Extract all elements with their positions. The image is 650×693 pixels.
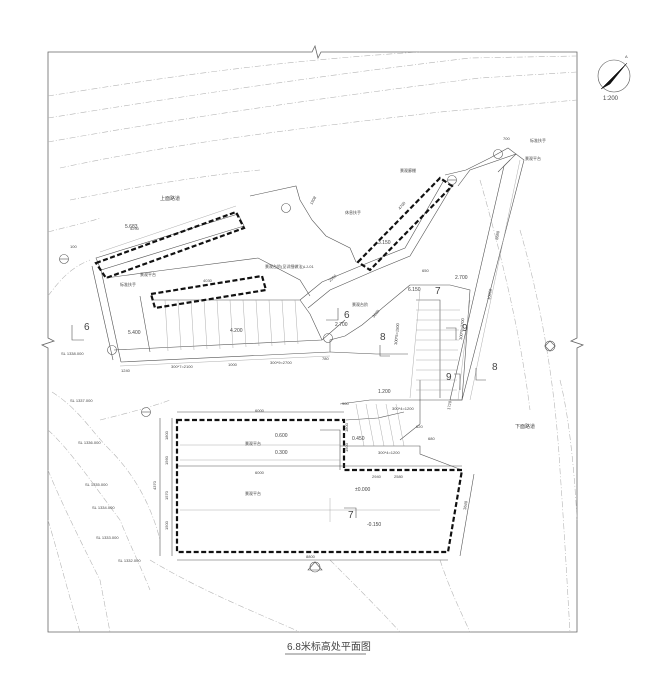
- dimension-text: 300*4=1200: [392, 406, 414, 411]
- platform-outlines: [94, 176, 464, 554]
- dimension-text: 300*4=1200: [378, 450, 400, 455]
- dimension-text: 2940: [372, 474, 382, 479]
- area-label-platform-d: 景观平台: [525, 155, 541, 161]
- dimension-text: 1908: [309, 195, 318, 206]
- dimension-text: 650: [422, 268, 429, 273]
- spot-level: 6.150: [408, 287, 421, 293]
- drawing-labels: 上面路道 下面路道 景观平台 景观平台 景观平台 景观平台 标准扶手 休息扶手 …: [61, 136, 546, 563]
- dimension-text: 4030: [203, 278, 213, 283]
- slope-level: SL 1333.000: [96, 535, 119, 540]
- slope-level: SL 1334.000: [92, 505, 115, 510]
- section-mark: 7: [435, 286, 441, 297]
- spot-level: 5.400: [128, 330, 141, 336]
- area-label-platform-b: 景观平台: [245, 440, 261, 446]
- area-label-steps: 景观台阶: [352, 301, 368, 307]
- spot-level: 0.600: [275, 433, 288, 439]
- slope-level: SL 1335.000: [85, 482, 108, 487]
- dimension-text: 1800: [164, 430, 169, 440]
- dimension-text: 300*7=2100: [171, 364, 193, 369]
- dimension-text: 4370: [152, 480, 157, 490]
- spot-level: 2.700: [455, 275, 468, 281]
- area-label-platform-a: 景观平台: [140, 271, 156, 277]
- dimension-text: 1560: [164, 455, 169, 465]
- dimension-text: 700: [503, 136, 510, 141]
- section-mark: 8: [492, 362, 498, 373]
- dimension-text: 6000: [255, 470, 265, 475]
- main-stair-zone: [113, 284, 411, 363]
- slope-level: SL 1336.000: [78, 440, 101, 445]
- dimension-text: 300*9=2700: [458, 317, 465, 340]
- dimension-text: 1000: [228, 362, 238, 367]
- drawing-frame: [40, 44, 585, 633]
- spot-level: 5.683: [125, 224, 138, 230]
- dimension-text: 8800: [306, 554, 316, 559]
- lower-platform-detail: [159, 411, 475, 561]
- spot-level: ±0.000: [355, 487, 370, 493]
- stair-callout: 景观台阶(见详细做法)LJ-01: [265, 263, 314, 269]
- area-label-handrail-c: 标准扶手: [530, 137, 546, 143]
- dimension-text: 1720: [446, 400, 453, 410]
- elevation-marker: [307, 561, 323, 573]
- spot-level: -0.150: [367, 522, 381, 528]
- spot-level: 4.200: [230, 328, 243, 334]
- spot-level: 0.300: [275, 450, 288, 456]
- area-label-upper-road: 上面路道: [160, 195, 180, 202]
- north-arrow: A: [597, 54, 631, 93]
- dimension-text: 680: [428, 436, 435, 441]
- dimension-text: 3600: [371, 308, 381, 319]
- dimension-text: 6000: [255, 408, 265, 413]
- dimension-text: 5290: [130, 226, 140, 231]
- section-mark: 9: [446, 372, 452, 383]
- dimension-text: 1500: [344, 442, 349, 452]
- spot-level: 2.700: [335, 322, 348, 328]
- dimension-text: 10060: [486, 288, 493, 301]
- area-label-handrail-b: 休息扶手: [345, 209, 361, 215]
- switchback-stairs: [320, 284, 471, 471]
- spot-level: 0.450: [352, 436, 365, 442]
- section-mark: 7: [348, 510, 354, 521]
- dimension-text: 2390: [327, 273, 338, 283]
- slope-level: SL 1337.000: [70, 398, 93, 403]
- dimension-text: 1500: [164, 520, 169, 530]
- dimension-text: 620: [416, 424, 423, 429]
- dimension-text: 1800: [344, 422, 349, 432]
- dimension-text: 100: [70, 244, 77, 249]
- dimension-text: 300*5=1500: [393, 322, 400, 345]
- section-mark: 8: [380, 332, 386, 343]
- dimension-text: 1570: [164, 490, 169, 500]
- dimension-lines: [99, 159, 521, 401]
- north-arrow-label: A: [625, 54, 628, 59]
- upper-walkway: [91, 147, 525, 401]
- slope-level: SL 1338.000: [61, 351, 84, 356]
- drawing-title: 6.8米标高处平面图: [287, 640, 371, 653]
- area-label-lower-road: 下面路道: [515, 423, 535, 430]
- section-mark: 6: [84, 322, 90, 333]
- section-mark: 6: [344, 310, 350, 321]
- index-symbols: [59, 149, 556, 417]
- scale-label: 1:200: [603, 96, 619, 102]
- dimension-text: 2580: [394, 474, 404, 479]
- area-label-handrail-a: 标准扶手: [120, 281, 136, 287]
- dimension-text: 300*9=2700: [270, 360, 292, 365]
- area-label-gallery: 景观廊棚: [400, 167, 416, 173]
- dimension-text: 8680: [494, 230, 501, 240]
- dimension-text: 1240: [121, 368, 131, 373]
- drawing-title-block: 6.8米标高处平面图: [285, 640, 371, 655]
- area-label-platform-c: 景观平台: [245, 490, 261, 496]
- dimension-text: 900: [342, 401, 349, 406]
- section-cut-markers: [71, 308, 486, 518]
- dimension-text: 3640: [462, 500, 469, 510]
- terrain-contours: [47, 51, 578, 633]
- dimension-text: 780: [322, 356, 329, 361]
- dimension-text: 4700: [397, 200, 407, 211]
- spot-level: 1.200: [378, 389, 391, 395]
- section-mark: 9: [462, 323, 468, 334]
- slope-level: SL 1332.000: [118, 558, 141, 563]
- spot-level: 3.150: [378, 240, 391, 246]
